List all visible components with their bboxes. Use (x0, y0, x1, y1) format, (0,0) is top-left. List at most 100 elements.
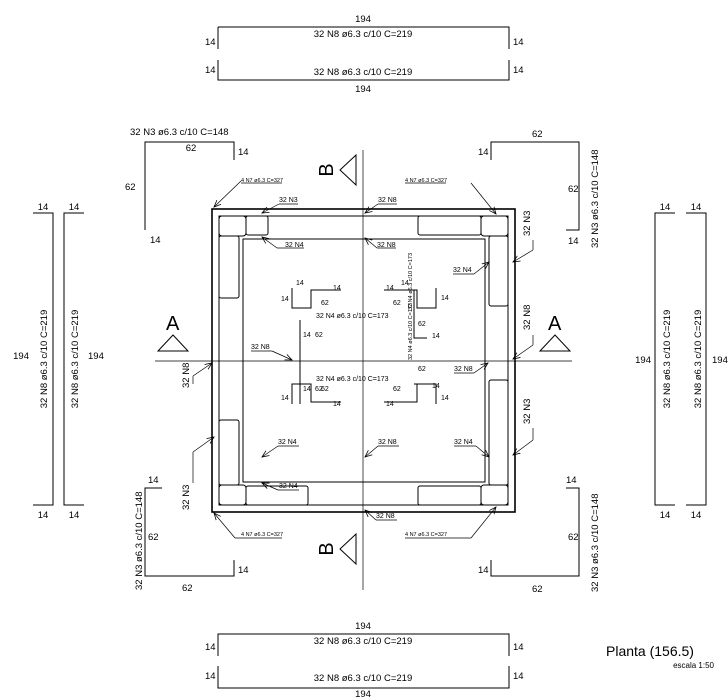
dim-label: 14 (660, 202, 671, 213)
dim-label: 194 (712, 355, 728, 366)
dim-label: 14 (401, 280, 409, 287)
dim-label: 62 (532, 129, 543, 140)
dim-label: 14 (441, 295, 449, 302)
section-letter: B (316, 542, 338, 555)
dim-label: 194 (635, 355, 651, 366)
bar-spec-label: 32 N8 ø6.3 c/10 C=219 (314, 673, 413, 684)
callouts: 4 N7 ø6.3 C=327 4 N7 ø6.3 C=327 4 N7 ø6.… (181, 178, 534, 539)
scale-label: escala 1:50 (673, 661, 714, 670)
dim-label: 14 (660, 510, 671, 521)
section-b-bottom: B (316, 532, 357, 566)
section-a-right: A (538, 313, 572, 352)
bar-spec-label: 32 N3 ø6.3 c/10 C=148 (134, 492, 145, 591)
callout-label: 32 N4 (278, 439, 297, 446)
callout-label: 32 N8 (378, 439, 397, 446)
dim-label: 194 (355, 621, 371, 632)
dim-label: 14 (566, 475, 577, 486)
callout-label: 32 N4 (453, 267, 472, 274)
dim-label: 14 (38, 202, 49, 213)
dim-label: 14 (303, 332, 311, 339)
bar-spec-label: 32 N8 ø6.3 c/10 C=219 (314, 29, 413, 40)
rebar-bundle (480, 215, 509, 237)
bar-spec-label: 32 N8 ø6.3 c/10 C=219 (314, 636, 413, 647)
bar-spec-label: 32 N4 ø6.3 c/10 C=173 (408, 253, 414, 310)
dim-label: 62 (568, 532, 579, 543)
dim-label: 14 (148, 475, 159, 486)
dim-label: 62 (148, 532, 159, 543)
callout-label: 32 N8 (181, 363, 192, 388)
n4-bar-top-right: 14 14 14 62 (384, 280, 449, 309)
dim-label: 62 (568, 184, 579, 195)
dim-label: 14 (238, 565, 249, 576)
dim-label: 14 (238, 147, 249, 158)
callout-label: 32 N3 (181, 485, 192, 510)
n3-bar-bottom-left: 14 62 14 62 32 N3 ø6.3 c/10 C=148 (134, 475, 249, 594)
rebar-bundle (245, 215, 269, 236)
dim-label: 14 (205, 671, 216, 682)
rebar-bundle (417, 485, 482, 506)
dim-label: 14 (69, 510, 80, 521)
callout-label: 32 N8 (251, 344, 270, 351)
dim-label: 14 (513, 642, 524, 653)
callout-label: 32 N4 (454, 439, 473, 446)
dim-label: 62 (186, 143, 197, 154)
callout-label: 32 N8 (378, 197, 397, 204)
section-a-left: A (156, 313, 190, 352)
bar-spec-label: 32 N3 ø6.3 c/10 C=148 (130, 127, 229, 138)
dim-label: 62 (393, 386, 401, 393)
right-n8-bar-2: 14 14 194 32 N8 ø6.3 c/10 C=219 (686, 202, 728, 521)
section-b-top: B (316, 153, 357, 187)
dim-label: 14 (296, 280, 304, 287)
callout-label: 32 N4 (279, 483, 298, 490)
rebar-bundle (218, 419, 240, 486)
dim-label: 14 (513, 37, 524, 48)
n4-bar-bottom-right: 62 14 14 (384, 383, 449, 408)
dim-label: 14 (333, 285, 341, 292)
callout-label: 32 N8 (522, 305, 533, 330)
bar-spec-label: 4 N7 ø6.3 C=327 (241, 178, 283, 184)
rebar-bundle (218, 215, 247, 237)
rebar-bundle (218, 484, 247, 506)
bar-spec-label: 32 N3 ø6.3 c/10 C=148 (590, 150, 601, 249)
rebar-bundle (245, 485, 309, 506)
bar-spec-label: 32 N4 ø6.3 c/10 C=173 (316, 313, 389, 320)
rebar-bundle (488, 235, 509, 307)
callout-label: 32 N3 (279, 197, 298, 204)
dim-label: 62 (532, 584, 543, 595)
dim-label: 62 (393, 300, 401, 307)
dim-label: 14 (478, 565, 489, 576)
bar-spec-label: 4 N7 ø6.3 C=327 (405, 532, 447, 538)
dim-label: 14 (69, 202, 80, 213)
n3-bar-top-left: 32 N3 ø6.3 c/10 C=148 62 14 62 14 (125, 127, 249, 246)
n3-bar-top-right: 62 14 62 14 32 N3 ø6.3 c/10 C=148 (478, 129, 601, 248)
bar-spec-label: 4 N7 ø6.3 C=327 (405, 178, 447, 184)
footing-plan (211, 208, 516, 513)
dim-label: 14 (205, 65, 216, 76)
bar-spec-label: 32 N8 ø6.3 c/10 C=219 (70, 310, 81, 409)
dim-label: 14 (441, 395, 449, 402)
dim-label: 14 (38, 510, 49, 521)
dim-label: 62 (182, 583, 193, 594)
dim-label: 62 (321, 300, 329, 307)
rebar-bundle (480, 484, 509, 506)
n4-bar-right-vertical: 32 N4 ø6.3 c/10 C=173 32 N4 ø6.3 c/10 C=… (408, 253, 440, 390)
dim-label: 62 (315, 332, 323, 339)
bottom-n8-bar-2: 32 N8 ø6.3 c/10 C=219 14 14 194 (205, 666, 524, 698)
dim-label: 62 (418, 321, 426, 328)
dim-label: 14 (333, 401, 341, 408)
left-n8-bar-1: 14 14 194 32 N8 ø6.3 c/10 C=219 (13, 202, 54, 521)
dim-label: 14 (513, 65, 524, 76)
bar-spec-label: 32 N8 ø6.3 c/10 C=219 (314, 67, 413, 78)
right-n8-bar-1: 14 14 194 32 N8 ø6.3 c/10 C=219 (635, 202, 675, 521)
callout-label: 32 N4 (285, 242, 304, 249)
rebar-bundle (488, 379, 509, 486)
dim-label: 194 (355, 84, 371, 95)
dim-label: 14 (281, 395, 289, 402)
dim-label: 14 (303, 386, 311, 393)
dim-label: 14 (691, 510, 702, 521)
dim-label: 14 (691, 202, 702, 213)
bar-spec-label: 32 N8 ø6.3 c/10 C=219 (662, 310, 673, 409)
dim-label: 14 (568, 236, 579, 247)
bar-spec-label: 32 N4 ø6.3 c/10 C=173 (408, 303, 414, 360)
dim-label: 14 (386, 285, 394, 292)
